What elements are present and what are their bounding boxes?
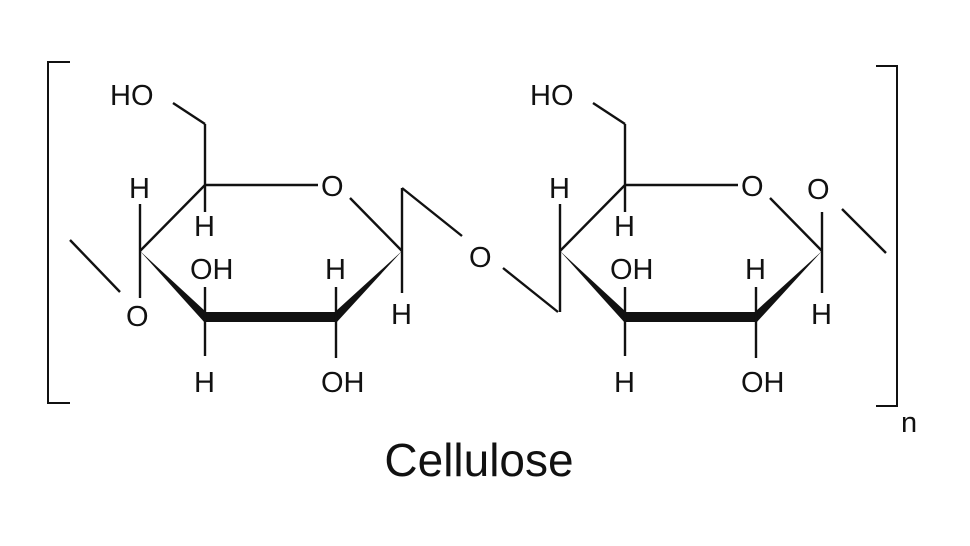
left-bracket <box>47 61 70 404</box>
ring2-c1-h-label: H <box>811 299 832 331</box>
ring1-right-wedge <box>336 251 402 323</box>
ring2-c3-oh-label: OH <box>610 254 654 286</box>
ring2-left-wedge <box>560 251 625 323</box>
ring1-left-wedge <box>140 251 205 323</box>
ring2-right-wedge <box>756 251 822 323</box>
ring2-c5-h-label: H <box>614 211 635 243</box>
ring2-c3-h-label: H <box>614 367 635 399</box>
repeat-subscript: n <box>901 407 917 439</box>
ring1-c4-h-label: H <box>129 173 150 205</box>
ring1-ch2-oh-bond <box>172 101 206 126</box>
ring2-c4-h-label: H <box>549 173 570 205</box>
molecule-name: Cellulose <box>384 434 573 486</box>
ring1-c3-oh-label: OH <box>190 254 234 286</box>
ring1-hydroxymethyl-label: HO <box>110 80 154 112</box>
bridge-bond-left <box>401 187 463 237</box>
ring2-terminal-oxygen-label: O <box>807 174 830 206</box>
ring2-terminal-bond <box>841 208 887 254</box>
ring2-o-c1-bond <box>769 197 823 252</box>
ring2-ch2-oh-bond <box>592 101 626 126</box>
ring1-link-oxygen-label: O <box>126 301 149 333</box>
ring1-c2-oh-label: OH <box>321 367 365 399</box>
ring1-c4-c5-bond <box>139 184 206 252</box>
ring1-c3-h-label: H <box>194 367 215 399</box>
bridge-bond-right <box>502 267 559 313</box>
right-bracket <box>876 65 898 407</box>
ring1-ring-oxygen-label: O <box>321 171 344 203</box>
ring2-hydroxymethyl-label: HO <box>530 80 574 112</box>
glucose-ring-1: HO O H H OH H H H OH O <box>69 80 412 399</box>
ring2-c4-c5-bond <box>559 184 626 252</box>
glucose-ring-2: HO O H H OH H H H OH O <box>530 80 887 399</box>
bridge-oxygen-label: O <box>469 242 492 274</box>
ring2-c2-h-label: H <box>745 254 766 286</box>
ring1-c5-h-label: H <box>194 211 215 243</box>
ring1-c1-h-label: H <box>391 299 412 331</box>
ring1-c2-h-label: H <box>325 254 346 286</box>
ring1-link-bond <box>69 239 121 293</box>
ring2-c2-oh-label: OH <box>741 367 785 399</box>
ring2-ring-oxygen-label: O <box>741 171 764 203</box>
ring1-o-c1-bond <box>349 197 403 252</box>
